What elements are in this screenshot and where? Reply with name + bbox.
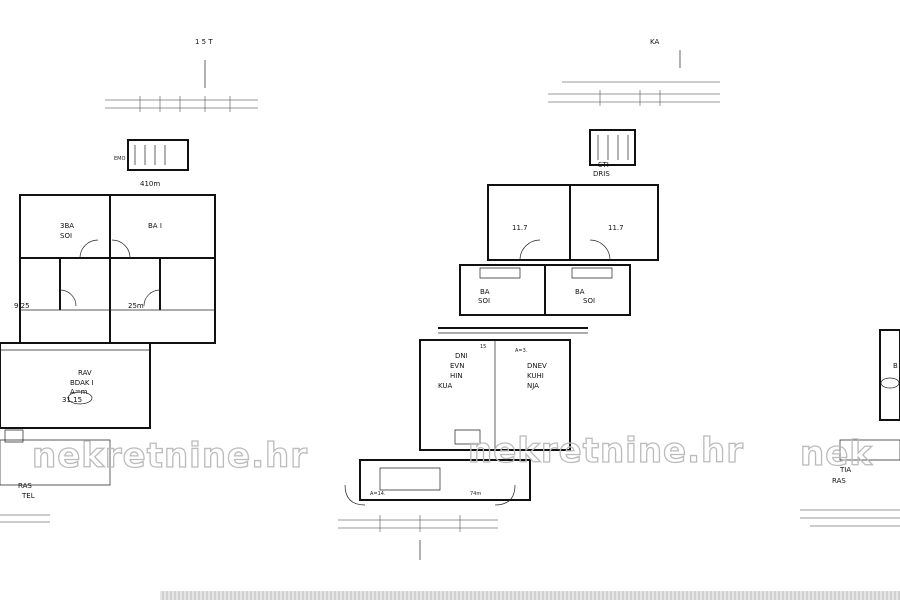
room-label: EVN — [450, 362, 464, 370]
dimension-lines-bottom — [0, 515, 50, 522]
room-label: KUA — [438, 382, 453, 390]
stair-block — [590, 130, 635, 165]
room-label: RAS — [18, 482, 32, 490]
terrace — [840, 440, 900, 460]
room-label: DNI — [455, 352, 468, 360]
dining-table — [880, 377, 900, 389]
room-label: TEL — [21, 492, 35, 500]
room-area-label: 25m — [128, 302, 144, 310]
door-swing — [590, 240, 610, 260]
floor-plan-left: 1 5 T 410m 3BA SOI — [0, 38, 308, 522]
room-label: BA I — [148, 222, 162, 230]
dimension-lines-top — [548, 82, 720, 106]
room-label: DNEV — [527, 362, 547, 370]
plan-middle-title: KA — [650, 38, 659, 46]
watermark: nekretnine.hr — [32, 436, 308, 476]
plan-left-title: 1 5 T — [195, 38, 213, 46]
room-label: RAS — [832, 477, 846, 485]
upper-rooms — [488, 185, 658, 260]
dimension-lines-bottom — [800, 510, 900, 526]
apartment-outline — [20, 195, 215, 343]
room-area-label: A=3. — [515, 348, 528, 354]
kitchen-counter — [455, 430, 480, 444]
room-area-label: 15 — [480, 344, 486, 350]
kitchen-counter — [5, 430, 23, 442]
door-swing — [520, 240, 540, 260]
room-label: EMO — [114, 156, 125, 162]
room-label: BA — [575, 288, 585, 296]
room-label: 3BA — [60, 222, 74, 230]
terrace-rail — [495, 485, 515, 505]
room-label: DRIS — [593, 170, 610, 178]
room-label: NJA — [527, 382, 539, 390]
watermark: nek — [800, 434, 873, 474]
room-area-label: 74m — [470, 491, 481, 497]
dining-table — [67, 391, 93, 405]
room-label: B — [893, 362, 898, 370]
door-swing — [60, 290, 76, 306]
room-area-label: 9.25 — [14, 302, 30, 310]
partial-outline — [880, 330, 900, 420]
scroll-strip[interactable] — [160, 591, 900, 600]
bathtub — [572, 268, 612, 278]
room-label: SOI — [60, 232, 72, 240]
room-area-label: 11.7 — [512, 224, 528, 232]
label-area: 410m — [140, 180, 160, 188]
room-label: SOI — [583, 297, 595, 305]
room-label: RAV — [78, 369, 92, 377]
terrace-table — [380, 468, 440, 490]
door-swing — [144, 290, 160, 306]
entry-block — [128, 140, 188, 170]
room-area-label: A=14. — [370, 491, 386, 497]
floor-plan-middle: KA STI DRIS 11.7 11.7 BA SOI BA — [338, 38, 744, 560]
terrace — [360, 460, 530, 500]
room-label: TIA — [839, 466, 851, 474]
room-label: BDAK I — [70, 379, 94, 387]
room-area-label: 31.15 — [62, 396, 82, 404]
room-label: SOI — [478, 297, 490, 305]
room-label: KUHI — [527, 372, 544, 380]
door-swing — [80, 240, 98, 258]
terrace — [0, 440, 110, 485]
dimension-lines-top — [105, 96, 258, 112]
bathtub — [480, 268, 520, 278]
room-label: BA — [480, 288, 490, 296]
floor-plan-right: B TIA RAS nek — [799, 330, 900, 526]
room-label: HIN — [450, 372, 463, 380]
watermark: nekretnine.hr — [468, 431, 744, 471]
dimension-lines-bottom — [338, 515, 498, 532]
room-area-label: 11.7 — [608, 224, 624, 232]
door-swing — [112, 240, 130, 258]
living-zone — [0, 343, 150, 428]
room-label: STI — [598, 161, 609, 169]
terrace-rail — [345, 485, 365, 505]
